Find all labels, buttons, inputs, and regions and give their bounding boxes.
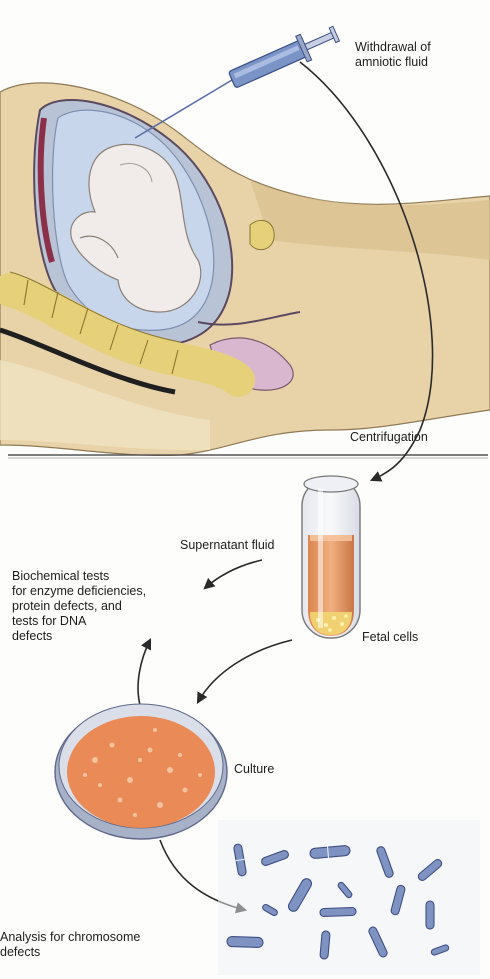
- label-centrifugation: Centrifugation: [350, 430, 428, 445]
- culture-medium: [67, 716, 215, 828]
- arrow-cells-to-culture: [198, 640, 292, 702]
- arrow-culture-to-tests: [138, 640, 150, 705]
- chromosome: [320, 931, 330, 960]
- label-biochemical-tests: Biochemical tests for enzyme deficiencie…: [12, 569, 146, 644]
- syringe-needle: [135, 80, 232, 138]
- chromosome: [227, 936, 263, 947]
- arrow-supernatant-to-tests: [205, 560, 262, 588]
- pubic-bone: [250, 220, 274, 249]
- label-withdrawal: Withdrawal of amniotic fluid: [355, 40, 431, 70]
- label-supernatant: Supernatant fluid: [180, 538, 275, 553]
- label-fetal-cells: Fetal cells: [362, 630, 418, 645]
- syringe-plunger: [305, 32, 335, 50]
- label-analysis: Analysis for chromosome defects: [0, 930, 140, 960]
- syringe: [135, 21, 342, 138]
- abdomen-cross-section: [0, 83, 490, 456]
- centrifuge-tube: [302, 476, 360, 638]
- chromosome: [320, 907, 356, 916]
- label-culture: Culture: [234, 762, 274, 777]
- petri-dish: [55, 704, 227, 839]
- chromosome: [426, 901, 434, 929]
- chromosome-spread: [218, 820, 480, 975]
